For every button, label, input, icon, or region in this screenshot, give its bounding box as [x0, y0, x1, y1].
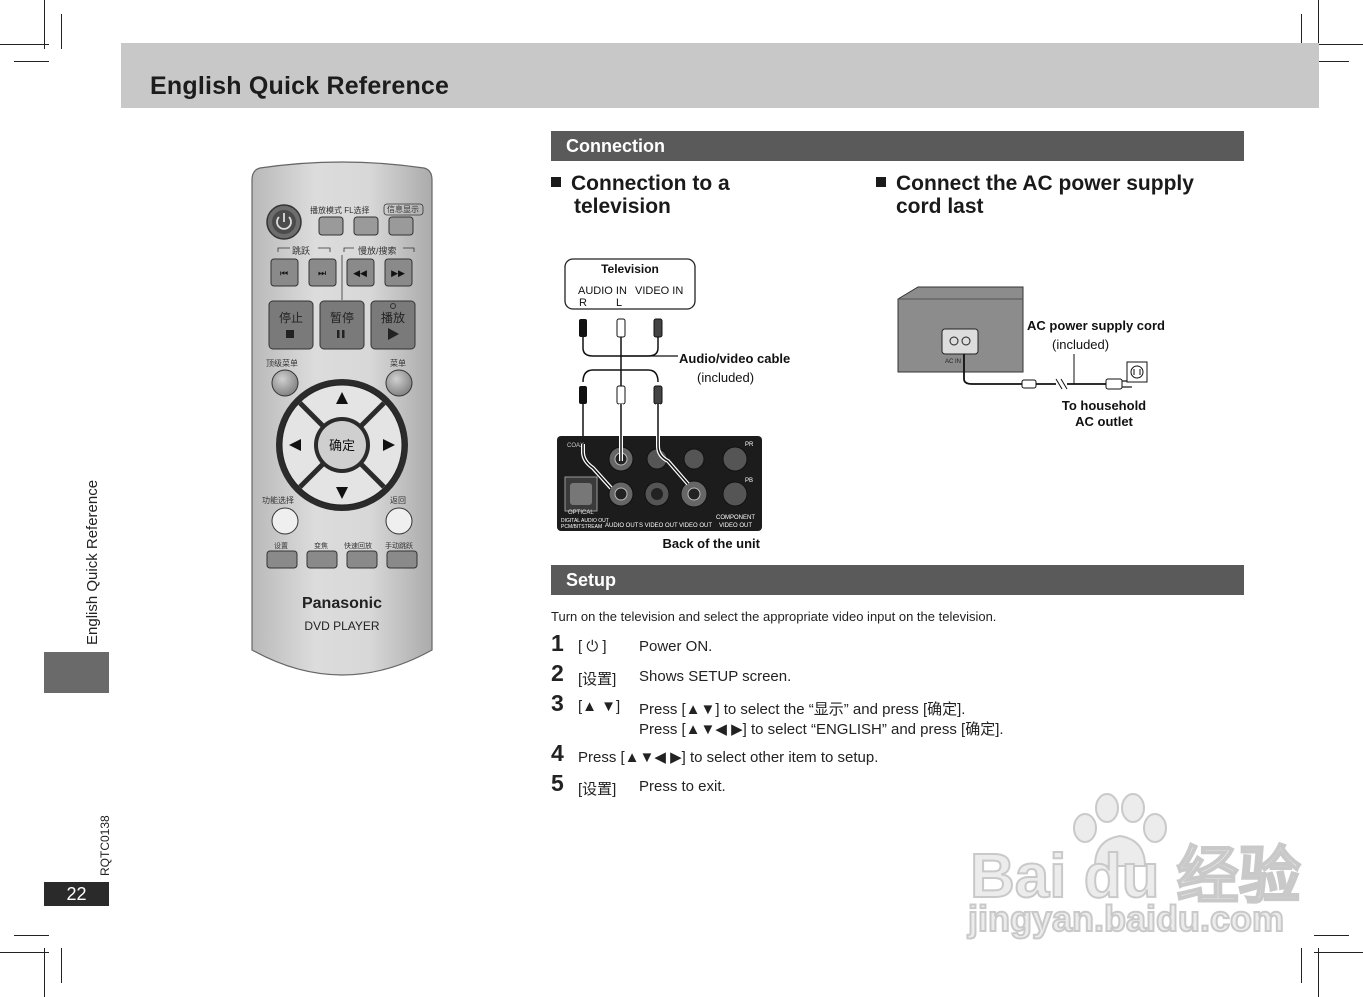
- svg-text:▶▶: ▶▶: [391, 268, 405, 278]
- ac-cord-label: AC power supply cord: [1027, 318, 1165, 333]
- remote-label-pause: 暂停: [330, 310, 354, 325]
- side-section-label: English Quick Reference: [84, 479, 101, 645]
- remote-label-setup: 设置: [274, 541, 288, 550]
- step-desc: Press to exit.: [639, 778, 726, 795]
- step-desc: Shows SETUP screen.: [639, 668, 792, 685]
- component-video-out-label: VIDEO OUT: [719, 523, 752, 529]
- bullet-square-icon: [551, 177, 561, 187]
- remote-label-manual-skip: 手动跳跃: [385, 541, 413, 550]
- pcm-bitstream-label: PCM/BITSTREAM: [561, 524, 602, 530]
- ac-cord-included: (included): [1052, 337, 1109, 352]
- remote-brand: Panasonic: [302, 595, 382, 612]
- remote-label-menu: 菜单: [390, 358, 406, 368]
- s-video-out-label: S VIDEO OUT: [639, 523, 678, 529]
- crop-mark: [1314, 61, 1349, 62]
- setup-intro: Turn on the television and select the ap…: [551, 609, 997, 624]
- step-number: 2: [551, 660, 564, 686]
- step-desc-line2: Press [▲▼◀ ▶] to select “ENGLISH” and pr…: [639, 721, 1004, 738]
- watermark-url: jingyan.baidu.com: [967, 897, 1285, 940]
- household-outlet-line1: To household: [1062, 398, 1146, 413]
- remote-enter-label: 确定: [329, 438, 355, 453]
- page-number: 22: [44, 882, 109, 906]
- step-desc: Press [▲▼] to select the “显示” and press …: [639, 701, 966, 718]
- av-cable-included: (included): [697, 370, 754, 385]
- crop-mark: [14, 935, 49, 936]
- remote-label-slow-search: 慢放/搜索: [358, 245, 397, 256]
- household-outlet-line2: AC outlet: [1075, 414, 1133, 429]
- remote-label-zoom: 变焦: [314, 541, 328, 550]
- crop-mark: [44, 948, 45, 997]
- step-key: [设置]: [578, 781, 617, 798]
- side-tab: [44, 652, 109, 693]
- crop-mark: [1318, 948, 1319, 997]
- pr-label: PR: [745, 442, 754, 448]
- crop-mark: [44, 0, 45, 49]
- svg-text:⏮: ⏮: [280, 268, 288, 278]
- remote-label-skip: 跳跃: [292, 245, 310, 256]
- paw-icon: [1073, 793, 1167, 867]
- step-number: 5: [551, 770, 564, 796]
- remote-label-function: 功能选择: [262, 495, 294, 505]
- ac-connection-heading: Connect the AC power supply cord last: [876, 172, 1194, 218]
- remote-label-top-menu: 顶级菜单: [266, 358, 298, 368]
- setup-section-bar: Setup: [551, 565, 1244, 595]
- crop-mark: [1301, 14, 1302, 49]
- page-title: English Quick Reference: [150, 72, 450, 100]
- remote-label-play: 播放: [381, 310, 405, 325]
- bullet-square-icon: [876, 177, 886, 187]
- tv-video-in-label: VIDEO IN: [635, 285, 683, 297]
- remote-label-return: 返回: [390, 496, 406, 505]
- coax-label: COAX: [567, 443, 584, 449]
- tv-r-label: R: [579, 297, 587, 309]
- remote-model: DVD PLAYER: [304, 619, 379, 633]
- crop-mark: [61, 14, 62, 49]
- tv-label: Television: [601, 262, 659, 276]
- remote-label-stop: 停止: [279, 310, 303, 325]
- remote-label-quick-replay: 快速回放: [344, 541, 372, 550]
- back-of-unit-label: Back of the unit: [662, 536, 760, 551]
- component-label: COMPONENT: [716, 515, 755, 521]
- tv-l-label: L: [616, 297, 622, 309]
- step-key: [▲ ▼]: [578, 698, 621, 715]
- step-desc: Power ON.: [639, 638, 713, 655]
- remote-control-illustration: 播放模式 FL选择 信息显示 跳跃 慢放/搜索 ⏮ ⏭ ◀◀ ▶▶ 停止 暂停 …: [251, 161, 433, 676]
- tv-connection-diagram: Television AUDIO IN VIDEO IN R L Audio/v…: [557, 258, 790, 551]
- step-number: 1: [551, 630, 564, 656]
- document-code: RQTC0138: [98, 815, 112, 876]
- step-key: [ ⏻ ]: [578, 638, 607, 655]
- audio-out-label: AUDIO OUT: [605, 523, 639, 529]
- svg-text:⏭: ⏭: [318, 268, 326, 278]
- crop-mark: [1301, 948, 1302, 983]
- crop-mark: [0, 44, 49, 45]
- crop-mark: [1314, 44, 1363, 45]
- pb-label: PB: [745, 478, 753, 484]
- crop-mark: [1318, 0, 1319, 49]
- crop-mark: [61, 948, 62, 983]
- step-key: [设置]: [578, 671, 617, 688]
- svg-text:◀◀: ◀◀: [353, 268, 367, 278]
- digital-audio-out-label: DIGITAL AUDIO OUT: [561, 518, 609, 524]
- watermark-brand: Bai du 经验: [969, 841, 1302, 912]
- step-number: 3: [551, 690, 564, 716]
- crop-mark: [0, 952, 49, 953]
- ac-connection-diagram: AC IN AC power supply cord (included) To…: [897, 286, 1165, 429]
- crop-mark: [14, 61, 49, 62]
- tv-audio-in-label: AUDIO IN: [578, 285, 627, 297]
- connection-section-bar: Connection: [551, 131, 1244, 161]
- tv-connection-heading: Connection to a television: [551, 172, 730, 218]
- remote-label-info: 信息显示: [387, 204, 419, 214]
- step-desc: Press [▲▼◀ ▶] to select other item to se…: [578, 749, 879, 766]
- step-number: 4: [551, 740, 564, 766]
- av-cable-label: Audio/video cable: [679, 351, 790, 366]
- optical-label: OPTICAL: [568, 510, 594, 516]
- crop-mark: [1314, 935, 1349, 936]
- crop-mark: [1314, 952, 1363, 953]
- ac-in-label: AC IN: [945, 359, 961, 365]
- video-out-label: VIDEO OUT: [679, 523, 712, 529]
- header-band: [121, 43, 1319, 108]
- remote-label-play-mode: 播放模式 FL选择: [310, 205, 370, 215]
